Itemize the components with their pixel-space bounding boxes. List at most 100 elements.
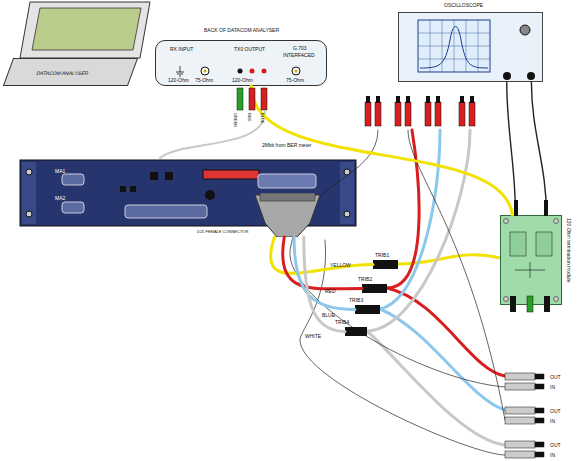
connector-shape: [255, 193, 320, 237]
trib-wires: [380, 309, 505, 410]
banana-plugs: [459, 102, 465, 126]
scope-screen: [418, 20, 535, 80]
panel-connectors: [292, 67, 300, 75]
laptop-screen: [20, 2, 150, 58]
dce-unit: [26, 211, 32, 217]
trib-box: TRIB2: [362, 284, 387, 293]
panel-connectors: [250, 69, 255, 74]
trib-wires: [387, 288, 505, 376]
part-label: WHITE: [305, 333, 321, 339]
d25-connector: D25 FEMALE CONNECTOR: [255, 193, 320, 237]
part-label: IN: [550, 452, 555, 458]
module-details: [514, 200, 518, 216]
banana-plugs: [405, 102, 411, 126]
part-label: OUT: [550, 408, 561, 414]
scope-screen: [420, 27, 488, 69]
banana-plugs: [395, 102, 401, 126]
cable: [294, 237, 355, 310]
module-details: [515, 262, 545, 278]
dce-unit: [258, 174, 316, 188]
banana-plugs: [375, 102, 381, 126]
dce-unit: [165, 172, 173, 180]
scope-screen: [418, 20, 490, 72]
dce-unit: [62, 174, 84, 185]
part-label: IN: [550, 384, 555, 390]
module-details: [554, 219, 559, 224]
banana-plugs: [376, 96, 380, 103]
trib-wires: [380, 130, 440, 309]
module-details: [504, 200, 559, 312]
dce-unit: [125, 205, 207, 218]
dce-unit: [22, 162, 36, 224]
output-plugs: [535, 442, 544, 447]
dce-unit: [120, 186, 126, 192]
output-plugs: [505, 451, 535, 458]
module-details: [544, 296, 550, 312]
trib-wires: [300, 240, 505, 455]
module-details: [504, 219, 509, 224]
cable: [507, 82, 516, 215]
module-details: [544, 200, 548, 216]
node-label: 120 Ohm termination module: [565, 218, 572, 282]
part-label: GREEN: [232, 113, 238, 127]
scope-screen: [527, 72, 535, 80]
dce-unit: [340, 162, 354, 224]
part-label: 75-Ohm: [195, 77, 213, 83]
trib-wires: [160, 112, 505, 455]
connector-shape: [255, 195, 320, 237]
laptop-screen: [32, 8, 141, 50]
banana-plugs: [425, 102, 431, 126]
trib-wires: [367, 331, 505, 445]
panel-connectors: [176, 66, 184, 76]
laptop-screen: [20, 2, 150, 58]
banana-plugs: [396, 96, 400, 103]
banana-plugs: [365, 102, 475, 126]
node-label: TRIB4: [335, 319, 349, 326]
laptop-base: DATACOM ANALYSER: [3, 58, 138, 86]
trib-wires: [160, 112, 265, 158]
dce-unit: [344, 211, 350, 217]
output-plugs: [535, 452, 544, 457]
trib-wires: [290, 130, 505, 387]
banana-plugs: [426, 96, 430, 103]
cable: [283, 237, 362, 289]
trib-box: TRIB3: [355, 305, 380, 314]
part-label: BLUE: [322, 312, 335, 318]
scope-screen: [520, 25, 530, 35]
output-plugs: [505, 407, 535, 414]
part-label: OUT: [550, 374, 561, 380]
banana-plugs: [237, 88, 243, 110]
banana-plugs: [470, 96, 474, 103]
panel-connectors: [201, 67, 209, 75]
panel-connectors: [176, 66, 300, 76]
module-details: [510, 296, 516, 312]
output-plugs: [535, 408, 544, 413]
output-plugs: [505, 441, 535, 448]
connector-shell: [260, 193, 315, 201]
part-label: 120-Ohm: [232, 77, 253, 83]
part-label: BLUE: [259, 113, 265, 123]
panel-connectors: [204, 70, 207, 73]
trib-wires: [367, 130, 470, 331]
dce-unit: [130, 186, 136, 192]
module-details: [554, 297, 559, 302]
node-label: D25 FEMALE CONNECTOR: [197, 229, 248, 234]
part-label: RX INPUT: [170, 46, 193, 52]
cable-label: 2Mbit from BER meter: [262, 142, 311, 148]
part-label: IN: [550, 418, 555, 424]
node-label: BACK OF DATACOM ANALYSER: [204, 27, 279, 34]
scope-screen: [503, 72, 511, 80]
dce-unit: [26, 169, 32, 175]
trib-wires: [398, 255, 500, 264]
cable: [304, 237, 345, 332]
node-label: TRIB3: [349, 297, 363, 304]
node-label: TRIB1: [375, 252, 389, 259]
output-plugs: [535, 374, 544, 379]
dce-unit: [150, 172, 158, 180]
banana-plugs: [366, 96, 474, 103]
cable: [531, 82, 546, 215]
banana-plugs: [237, 88, 475, 126]
dce-unit: [205, 190, 215, 200]
